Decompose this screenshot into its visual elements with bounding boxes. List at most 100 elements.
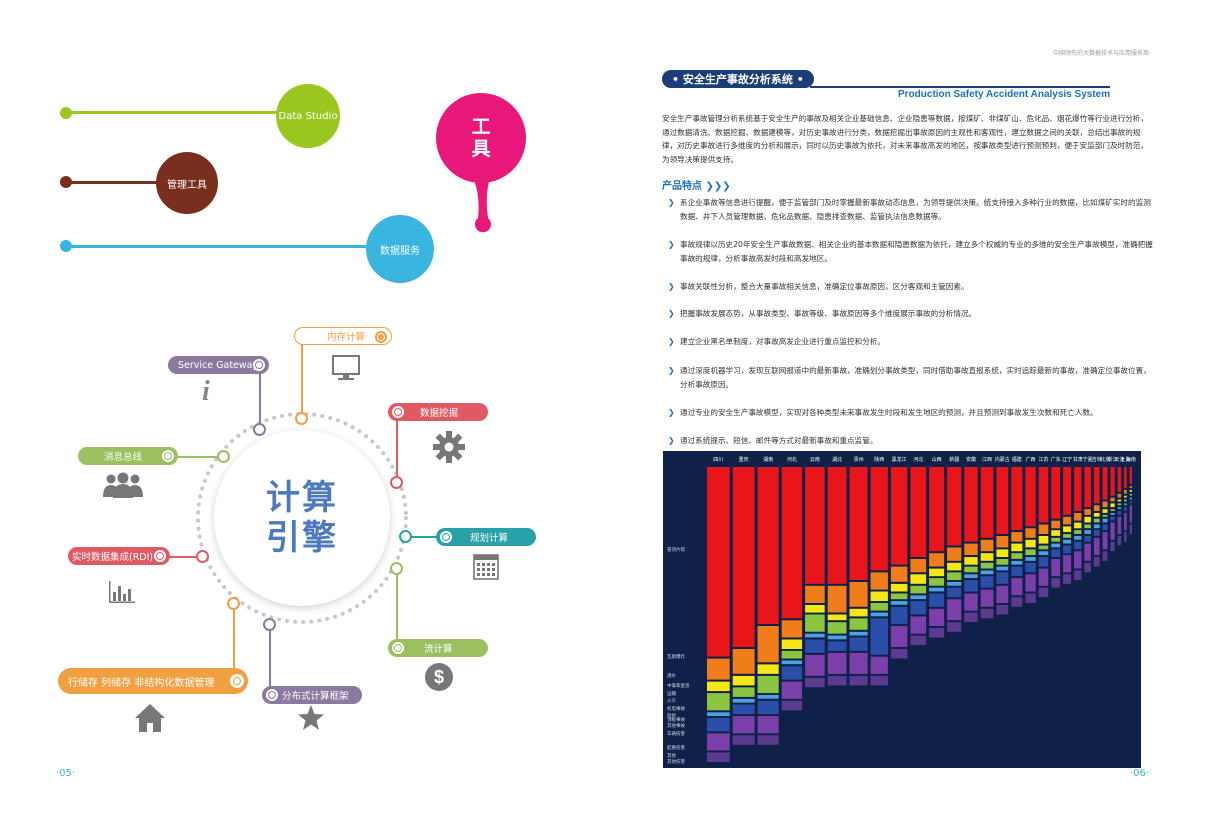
chart-bar-segment	[1011, 597, 1023, 607]
chart-bar-segment	[1124, 495, 1127, 498]
dollar-icon: $	[425, 663, 453, 691]
node-msgbus[interactable]	[217, 450, 230, 463]
chart-bar-segment	[980, 562, 994, 569]
chart-bar-segment	[1093, 557, 1100, 567]
chart-bar-segment	[964, 566, 978, 573]
chart-bar-segment	[1074, 570, 1082, 580]
chart-segment-label: 其他事故	[667, 722, 685, 729]
engine-title-line1: 计算	[266, 478, 338, 518]
monitor-icon	[332, 355, 360, 380]
chart-bar-segment	[805, 467, 825, 584]
chart-bar-segment	[1051, 549, 1061, 557]
chart-bar-segment	[849, 631, 868, 636]
node-memory[interactable]	[295, 412, 308, 425]
chart-bar-segment	[1038, 557, 1049, 567]
chart-bar-segment	[781, 700, 803, 711]
chart-bar-segment	[870, 656, 888, 674]
chart-bar-segment	[1051, 467, 1061, 519]
memory-compute-label: 内存计算	[327, 332, 366, 343]
chart-bar-segment	[910, 559, 927, 573]
chart-bar-segment	[910, 467, 927, 557]
connector-msgbus	[176, 456, 222, 458]
chart-category-label: 辽宁	[1062, 456, 1072, 463]
chart-bar-segment	[757, 626, 779, 663]
chart-bar-segment	[980, 576, 994, 588]
chart-bar-segment	[1051, 543, 1061, 548]
chart-bar-segment	[1129, 486, 1132, 488]
chart-bar-segment	[910, 585, 927, 594]
pill-storage[interactable]: 行储存 列储存 非结构化数据管理	[58, 668, 248, 694]
node-distributed[interactable]	[263, 618, 276, 631]
chart-segment-label: 车辆伤害	[667, 730, 685, 737]
chart-bar-segment	[849, 608, 868, 617]
chart-bar-segment	[1038, 467, 1049, 523]
node-mining[interactable]	[390, 476, 403, 489]
service-gateway-label: Service Gateway	[178, 359, 259, 371]
chart-category-label: 海南	[1126, 456, 1136, 463]
connector-mining	[396, 419, 398, 479]
section-title: • 安全生产事故分析系统 •	[662, 70, 814, 88]
chart-bar-segment	[964, 543, 978, 555]
chart-bar-segment	[947, 467, 962, 546]
chart-bar-segment	[980, 570, 994, 575]
pill-dot-distributed	[266, 689, 278, 701]
chart-bar-segment	[732, 675, 755, 686]
chart-bar-segment	[757, 675, 779, 694]
management-bubble[interactable]: 管理工具	[156, 152, 218, 214]
chart-bar-segment	[1038, 551, 1049, 555]
chart-bar-segment	[1011, 532, 1023, 542]
data-studio-bubble[interactable]: Data Studio	[276, 84, 340, 148]
chart-bar-segment	[1038, 545, 1049, 550]
feature-item: 通过深度机器学习，发现互联网报道中的最新事故，准确划分事故类型，同时借助事故直报…	[668, 364, 1154, 392]
pill-memory-compute[interactable]: 内存计算	[294, 327, 392, 345]
pill-service-gateway[interactable]: Service Gateway	[168, 356, 269, 374]
pill-message-bus[interactable]: 消息总线	[78, 447, 178, 465]
chart-bar-segment	[805, 677, 825, 688]
chart-segment-label: 机电事故	[667, 705, 685, 712]
chart-bar-segment	[1084, 543, 1091, 561]
chart-bar-segment	[870, 467, 888, 571]
chart-bar-segment	[890, 467, 908, 565]
pill-stream-compute[interactable]: 流计算	[388, 639, 488, 657]
chart-segment-label: 放炮	[667, 712, 676, 719]
chart-bar-segment	[1124, 499, 1127, 502]
chart-bar-segment	[1102, 467, 1108, 500]
node-stream[interactable]	[390, 562, 403, 575]
chart-bar-segment	[1084, 524, 1091, 529]
data-service-bubble[interactable]: 数据服务	[366, 215, 434, 283]
node-rdi[interactable]	[196, 550, 209, 563]
chart-category-label: 湖北	[832, 456, 842, 463]
engine-center: 计算 引擎	[214, 430, 390, 606]
chart-bar-segment	[732, 735, 755, 745]
chart-bar-segment	[910, 635, 927, 646]
chart-bar-segment	[1063, 545, 1072, 554]
chart-bar-segment	[805, 654, 825, 676]
chart-bar-segment	[964, 467, 978, 542]
chart-bar-segment	[1110, 497, 1115, 502]
node-gateway[interactable]	[253, 423, 266, 436]
chart-bar-segment	[805, 605, 825, 613]
pill-rdi[interactable]: 实时数据集成(RDI)	[68, 547, 170, 565]
pill-distributed[interactable]: 分布式计算框架	[262, 686, 362, 704]
chart-bar-segment	[781, 660, 803, 665]
node-storage[interactable]	[227, 597, 240, 610]
chart-bar-segment	[805, 585, 825, 603]
chart-bar-segment	[1117, 503, 1122, 506]
chart-bar-segment	[732, 467, 755, 647]
chart-segment-label: 起重伤害	[667, 744, 685, 751]
chart-bar-segment	[1084, 530, 1091, 534]
engine-dotted-ring	[196, 412, 408, 624]
chart-bar-segment	[1084, 562, 1091, 573]
pill-data-mining[interactable]: 数据挖掘	[388, 403, 488, 421]
chart-bar-segment	[1025, 562, 1036, 573]
chart-bar-segment	[1117, 493, 1122, 498]
chart-bar-segment	[827, 467, 847, 584]
node-planning[interactable]	[399, 530, 412, 543]
chart-bar-segment	[827, 585, 847, 613]
chart-bar-segment	[1117, 511, 1122, 515]
pill-planning-compute[interactable]: 规划计算	[436, 528, 536, 546]
chart-bar-segment	[947, 547, 962, 561]
chart-bar-segment	[1129, 505, 1132, 523]
chart-bar-segment	[781, 467, 803, 619]
chart-bar-segment	[870, 572, 888, 590]
